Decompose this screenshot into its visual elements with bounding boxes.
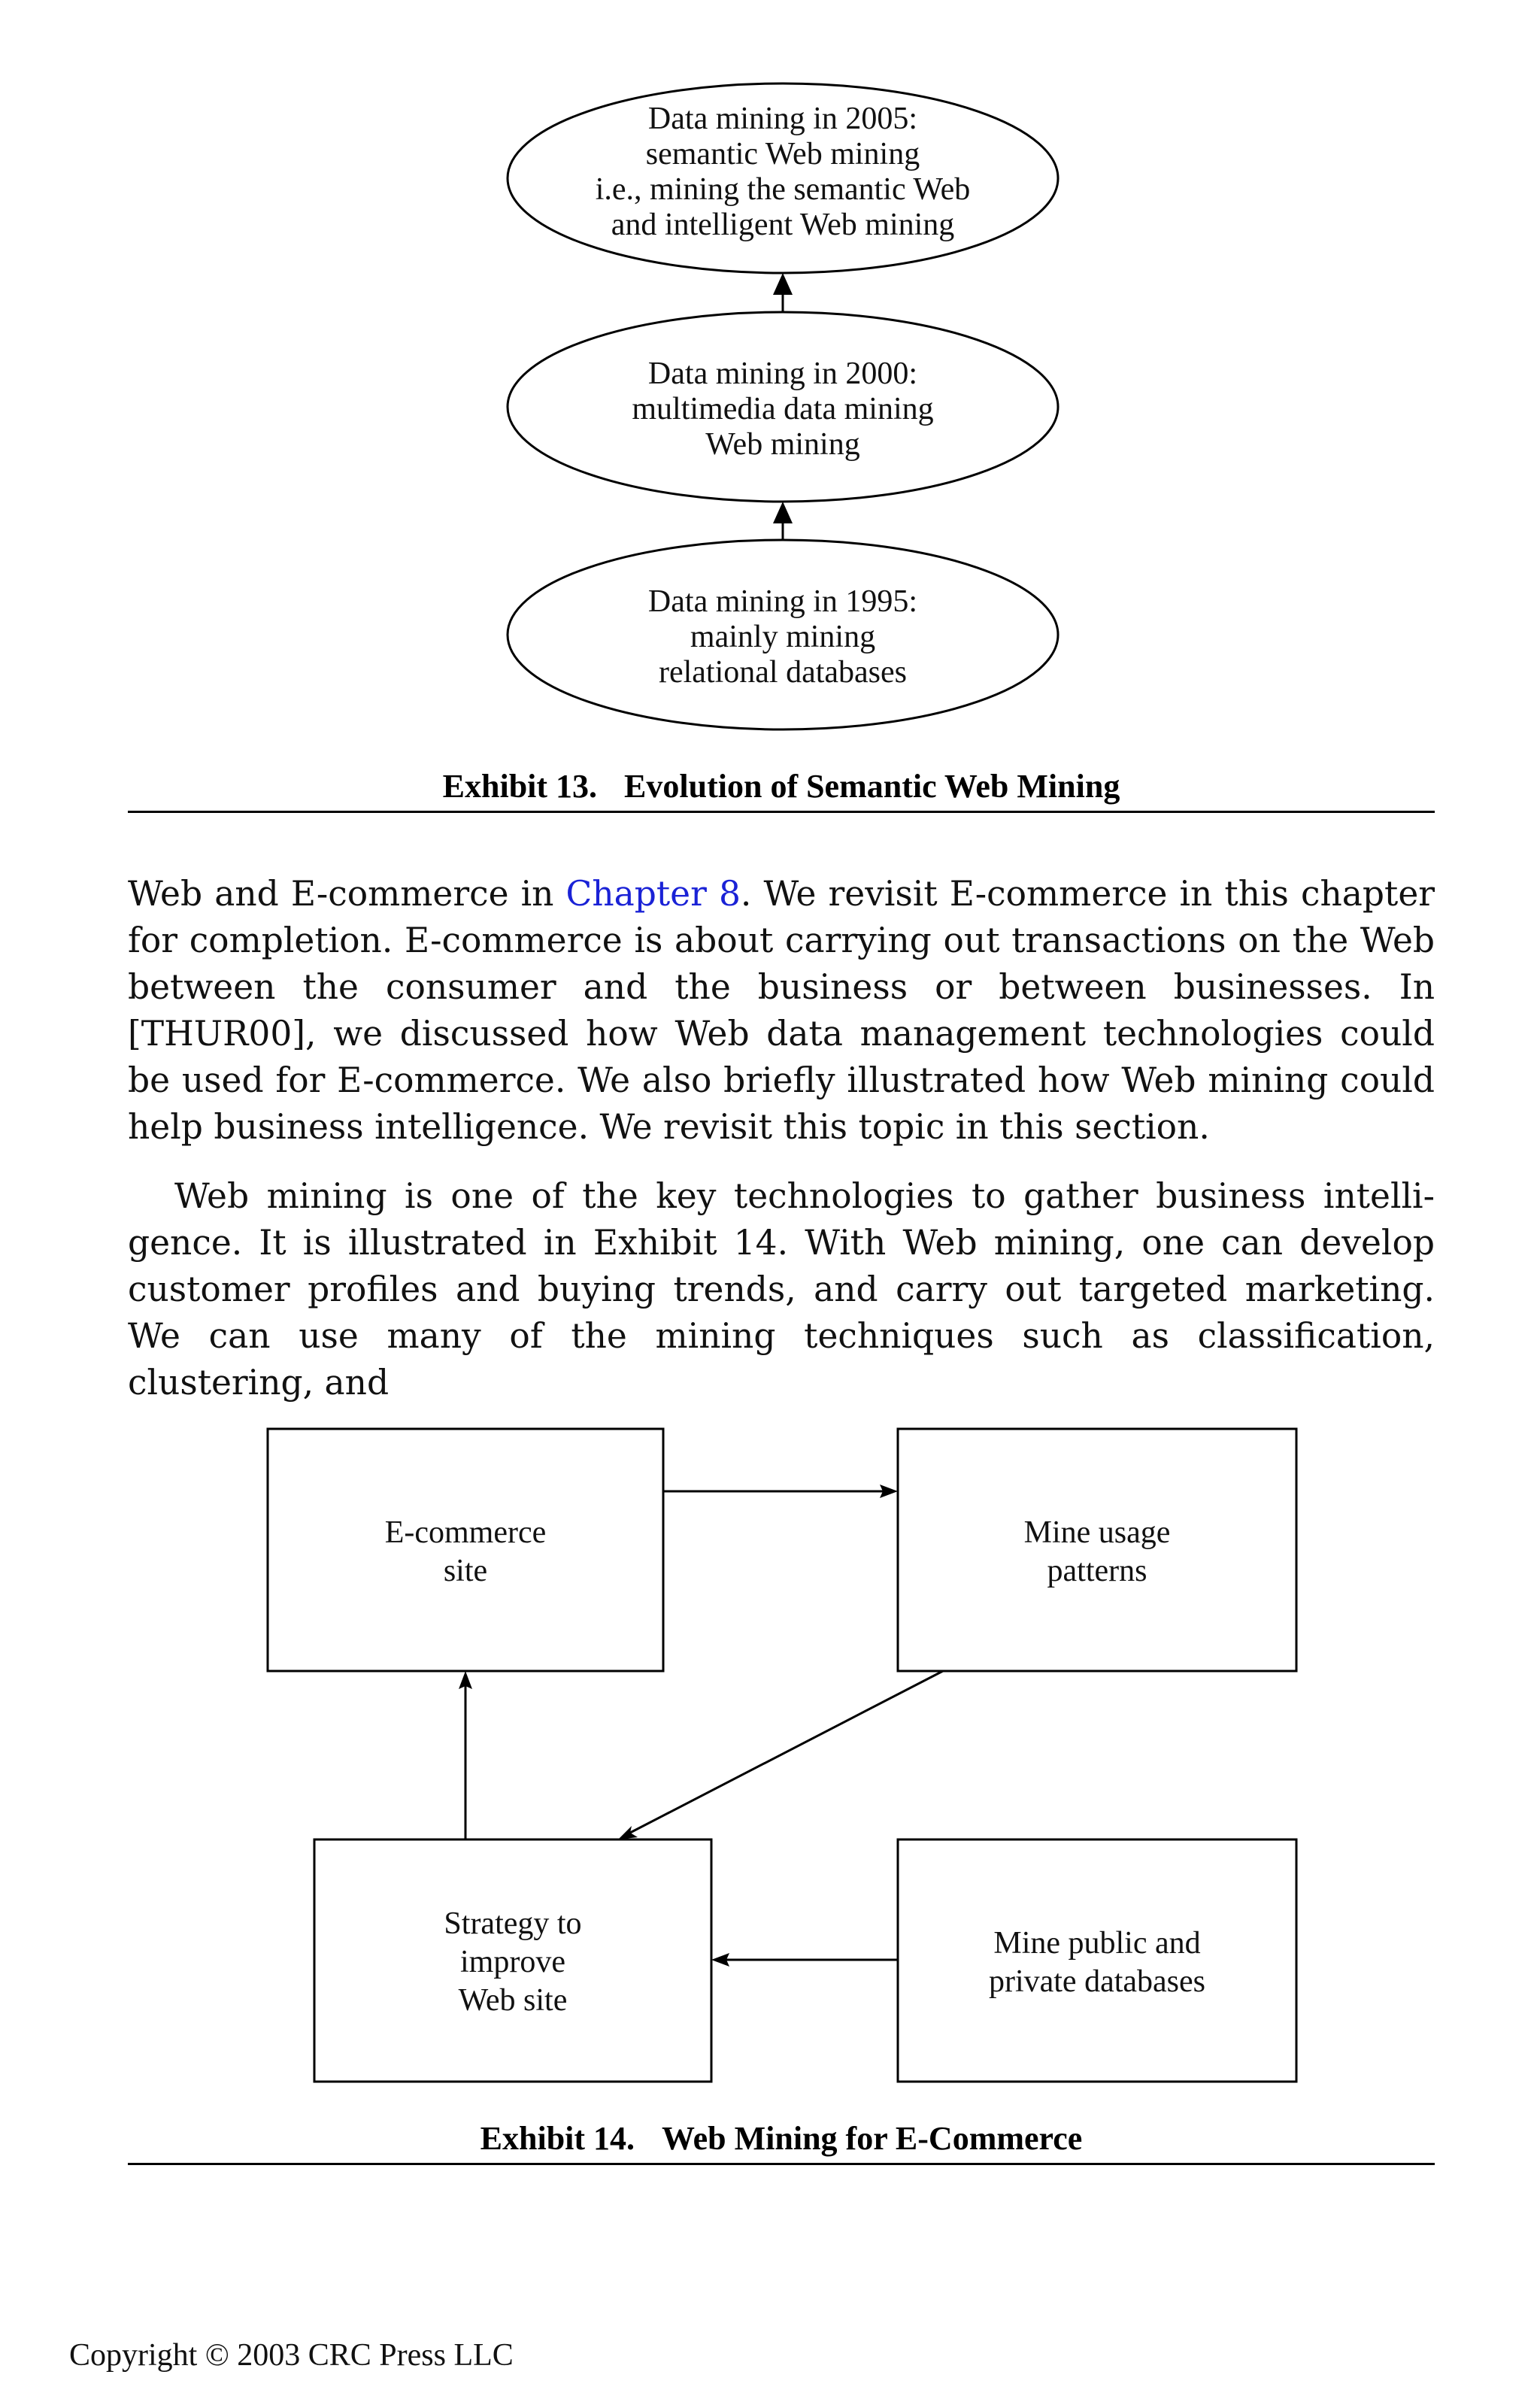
ellipse-1995-line-1: Data mining in 1995: <box>648 584 917 619</box>
paragraph-1: Web and E-commerce in Chapter 8. We revi… <box>128 871 1435 1151</box>
arrow-strategy-to-ecommerce <box>459 1671 472 1839</box>
chapter-8-link[interactable]: Chapter 8 <box>565 874 741 914</box>
box-ecommerce-line-1: E-commerce <box>385 1515 547 1550</box>
ellipse-2005-line-1: Data mining in 2005: <box>648 102 917 136</box>
arrow-usage-to-strategy <box>618 1670 944 1839</box>
exhibit-13-rule <box>128 811 1435 813</box>
ellipse-2005-line-3: i.e., mining the semantic Web <box>596 172 971 207</box>
exhibit-13-caption: Exhibit 13. Evolution of Semantic Web Min… <box>128 767 1435 805</box>
box-usage-line-1: Mine usage <box>1024 1515 1171 1550</box>
exhibit-14-caption-title: Web Mining for E-Commerce <box>662 2120 1083 2157</box>
arrow-2000-to-2005 <box>773 273 793 312</box>
box-usage-line-2: patterns <box>1047 1554 1147 1588</box>
box-strategy: Strategy to improve Web site <box>313 1838 713 2083</box>
box-strategy-line-1: Strategy to <box>444 1906 581 1941</box>
box-ecommerce-site: E-commerce site <box>266 1427 665 1673</box>
box-mine-databases: Mine public and private databases <box>896 1838 1298 2083</box>
copyright-notice: Copyright © 2003 CRC Press LLC <box>69 2338 514 2373</box>
ellipse-1995-line-3: relational databases <box>659 655 907 690</box>
ellipse-2000: Data mining in 2000: multimedia data min… <box>506 311 1060 503</box>
exhibit-13-diagram: Data mining in 2005: semantic Web mining… <box>506 82 1060 731</box>
ellipse-2000-line-2: multimedia data mining <box>632 392 933 426</box>
paragraph-1-start: Web and E-commerce in <box>128 874 566 914</box>
arrow-ecommerce-to-usage <box>663 1485 898 1498</box>
ellipse-2005: Data mining in 2005: semantic Web mining… <box>506 82 1060 274</box>
arrow-1995-to-2000 <box>773 502 793 540</box>
exhibit-13-caption-title: Evolution of Semantic Web Mining <box>624 768 1120 805</box>
ellipse-2005-line-2: semantic Web mining <box>646 137 920 171</box>
box-ecommerce-line-2: site <box>444 1554 487 1588</box>
box-databases-line-2: private databases <box>989 1964 1205 1999</box>
ellipse-2005-line-4: and intelligent Web mining <box>611 208 955 242</box>
exhibit-14-caption: Exhibit 14. Web Mining for E-Commerce <box>128 2119 1435 2158</box>
exhibit-14-rule <box>128 2163 1435 2165</box>
exhibit-14-caption-label: Exhibit 14. <box>480 2120 635 2157</box>
ellipse-2000-line-3: Web mining <box>705 427 859 462</box>
box-databases-line-1: Mine public and <box>993 1926 1200 1961</box>
paragraph-1-rest: . We revisit E-commerce in this chapter … <box>128 874 1435 1147</box>
box-mine-usage-patterns: Mine usage patterns <box>896 1427 1298 1673</box>
body-text: Web and E-commerce in Chapter 8. We revi… <box>128 871 1435 1406</box>
exhibit-14-diagram: E-commerce site Mine usage patterns Stra… <box>266 1427 1298 2083</box>
box-strategy-line-2: improve <box>460 1945 565 1979</box>
paragraph-2: Web mining is one of the key technologie… <box>128 1176 1435 1403</box>
box-strategy-line-3: Web site <box>459 1983 568 2018</box>
arrow-databases-to-strategy <box>711 1953 898 1967</box>
ellipse-2000-line-1: Data mining in 2000: <box>648 356 917 391</box>
ellipse-1995-line-2: mainly mining <box>690 620 875 654</box>
exhibit-13-caption-label: Exhibit 13. <box>442 768 598 805</box>
